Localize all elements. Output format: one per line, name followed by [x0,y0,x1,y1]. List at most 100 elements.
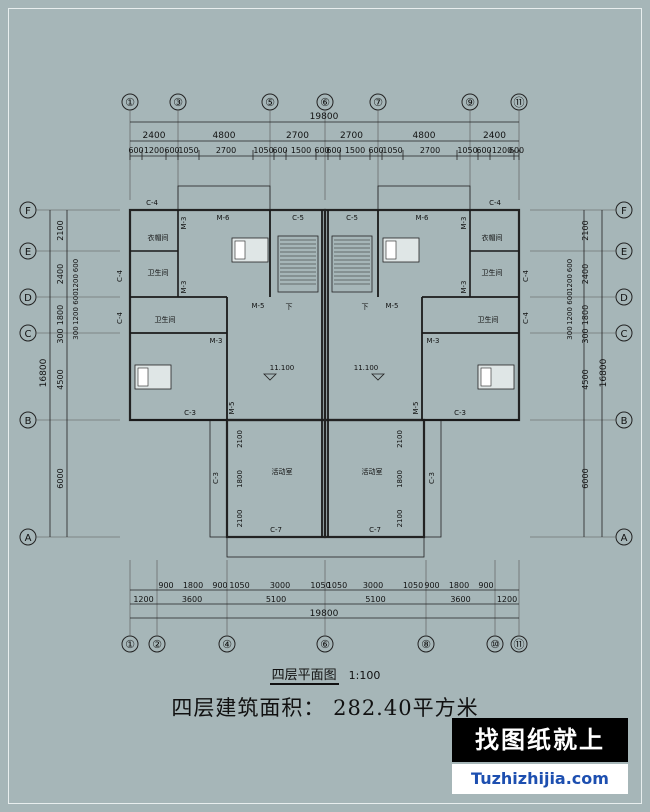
dim-inner-top: 600 [272,146,287,155]
opening-tag-side: C-4 [522,270,530,282]
dim-main-right: 6000 [581,468,590,488]
dim-inner-top: 600 [164,146,179,155]
furniture-pillow [480,367,492,387]
dim-inner-top: 600 [326,146,341,155]
axis-label-top: ⑪ [514,96,525,109]
dim-inner-top: 600 [128,146,143,155]
axis-label-right: C [621,329,628,340]
furniture-pillow [137,367,149,387]
dim-sub-left: 1200 [72,307,80,325]
room-label-activity-right: 活动室 [362,467,383,476]
axis-label-right: D [620,293,628,304]
dim-outer-top: 2400 [143,131,166,141]
dim-outer-bottom: 1200 [133,595,153,604]
dim-activity-left: 2100 [236,430,244,448]
dim-sub-left: 600 [72,259,80,272]
dim-activity-left: 1800 [236,470,244,488]
site-logo[interactable]: 找图纸就上 Tuzhizhijia.com [452,718,628,798]
dim-sub-right: 600 [566,259,574,272]
dim-sub-left: 1200 [72,274,80,292]
dim-inner-top: 1200 [144,146,164,155]
axis-label-right: A [621,533,628,544]
axis-label-left: E [25,247,31,258]
axis-label-bottom: ⑥ [320,638,330,651]
axis-label-top: ③ [173,96,183,109]
dim-inner-bottom: 3000 [270,581,290,590]
opening-tag: M-6 [415,214,429,222]
dim-total-left: 16800 [39,358,49,387]
dim-outer-bottom: 1200 [497,595,517,604]
dim-inner-bottom: 900 [478,581,493,590]
dim-outer-top: 2400 [483,131,506,141]
axis-label-top: ⑨ [465,96,475,109]
dim-sub-left: 300 [72,326,80,339]
dim-activity-left: 2100 [236,510,244,528]
axis-label-bottom: ⑩ [490,638,500,651]
plan-title-text: 四层平面图 [269,668,339,685]
furniture-pillow [385,240,397,260]
dim-inner-bottom: 900 [424,581,439,590]
dim-outer-top: 2700 [340,131,363,141]
dim-main-left: 300 [56,328,65,343]
axis-label-right: B [621,416,628,427]
dim-total-right: 16800 [599,358,609,387]
dim-activity-right: 1800 [396,470,404,488]
dim-main-left: 2400 [56,264,65,284]
dim-main-right: 1800 [581,305,590,325]
front-railing [226,536,425,558]
room-label-closet-left: 衣帽间 [148,233,169,242]
floor-area-label: 四层建筑面积： 282.40平方米 [171,696,479,720]
axis-label-left: D [24,293,32,304]
axis-label-top: ⑦ [373,96,383,109]
room-label-activity-left: 活动室 [272,467,293,476]
room-label-closet-right: 衣帽间 [482,233,503,242]
opening-tag: C-4 [146,199,158,207]
dim-main-right: 2400 [581,264,590,284]
opening-tag-side: C-4 [522,312,530,324]
axis-label-left: B [25,416,32,427]
stair-flight-right [331,235,373,293]
dim-inner-bottom: 1050 [229,581,249,590]
dim-inner-top: 1500 [291,146,311,155]
dim-inner-top: 1200 [492,146,512,155]
dim-total-top: 19800 [310,112,339,122]
dim-inner-bottom: 1800 [449,581,469,590]
logo-url[interactable]: Tuzhizhijia.com [452,764,628,794]
dim-sub-right: 300 [566,326,574,339]
axis-label-left: F [25,206,31,217]
opening-tag-side: M-5 [228,401,236,414]
dim-main-left: 6000 [56,468,65,488]
dim-main-right: 2100 [581,220,590,240]
dim-outer-bottom: 5100 [365,595,385,604]
stair-flight-left [277,235,319,293]
dim-inner-top: 600 [476,146,491,155]
opening-tag-side: C-3 [428,472,436,484]
opening-tag-side: M-3 [460,280,468,293]
dim-inner-bottom: 1800 [183,581,203,590]
axis-label-top: ① [125,96,135,109]
dim-outer-bottom: 5100 [266,595,286,604]
rear-balcony-left [177,185,271,211]
dim-inner-top: 1050 [253,146,273,155]
dim-inner-top: 600 [509,146,524,155]
opening-tag-side: M-3 [460,216,468,229]
dim-inner-bottom: 1050 [310,581,330,590]
plan-scale: 1:100 [348,669,381,682]
opening-tag-side: M-3 [180,216,188,229]
dim-total-bottom: 19800 [310,609,339,619]
dim-main-right: 4500 [581,369,590,389]
axis-label-top: ⑥ [320,96,330,109]
dim-inner-bottom: 1050 [403,581,423,590]
dim-inner-bottom: 900 [158,581,173,590]
dim-inner-top: 1050 [382,146,402,155]
dim-sub-right: 600 [566,291,574,304]
dim-outer-top: 2700 [286,131,309,141]
dim-outer-bottom: 3600 [450,595,470,604]
elevation-right: 11.100 [354,364,379,372]
dim-inner-bottom: 900 [212,581,227,590]
axis-label-bottom: ⑧ [421,638,431,651]
dim-main-left: 1800 [56,305,65,325]
opening-tag: 下 [362,303,369,311]
dim-sub-right: 1200 [566,274,574,292]
dim-inner-top: 2700 [216,146,236,155]
